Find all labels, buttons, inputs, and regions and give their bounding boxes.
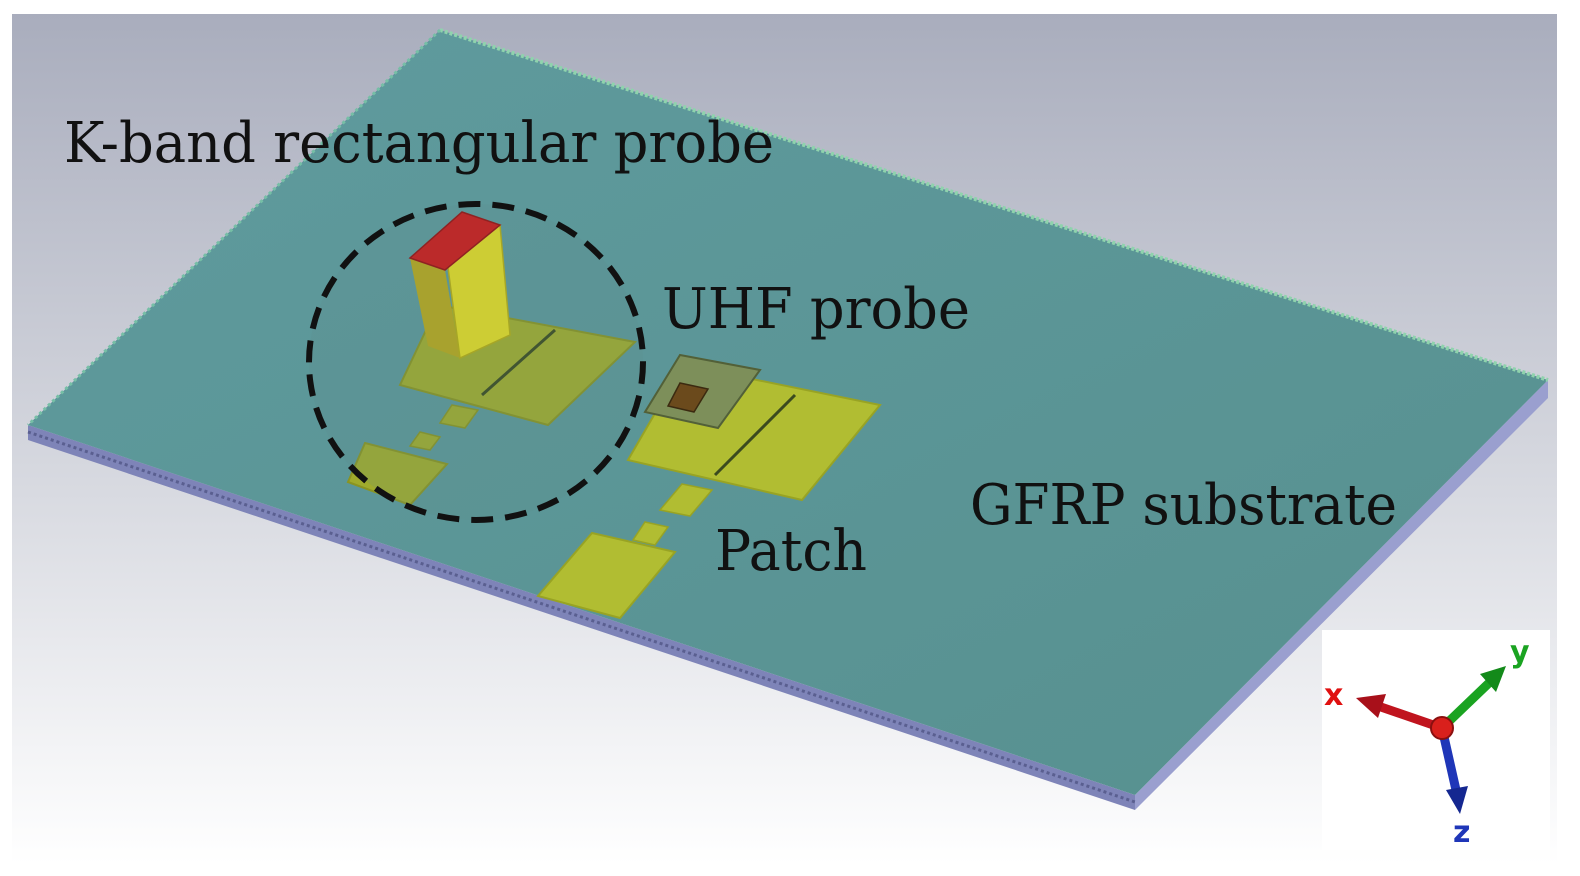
y-axis-label: y [1510, 635, 1530, 670]
k-band-probe-highlight-circle [306, 201, 646, 523]
k-band-patch-slot [481, 328, 556, 397]
uhf-feed-pad [536, 531, 677, 620]
uhf-patch-antenna [536, 363, 882, 620]
substrate-back-edge [439, 28, 1549, 382]
probe-top-face [408, 211, 502, 271]
substrate-left-edge [26, 28, 442, 427]
probe-side-face [410, 258, 460, 358]
label-patch: Patch [715, 519, 867, 584]
substrate-front-edge [27, 430, 1136, 804]
k-band-rectangular-probe [408, 211, 511, 360]
k-band-feed-line-2 [408, 431, 442, 451]
label-k-band-probe: K-band rectangular probe [64, 111, 774, 176]
k-band-feed-line-1 [438, 404, 480, 429]
uhf-chip-die [666, 382, 710, 413]
uhf-feed-line-2 [631, 521, 670, 546]
uhf-probe-chip [643, 353, 762, 430]
x-axis-arrowhead [1356, 694, 1386, 718]
z-axis-label: z [1453, 815, 1470, 850]
y-axis-arrowhead [1480, 666, 1506, 692]
substrate-right-side [1135, 380, 1548, 810]
uhf-patch-slot [713, 393, 797, 477]
label-gfrp-substrate: GFRP substrate [970, 473, 1397, 538]
axis-origin [1430, 716, 1454, 740]
z-axis-arrowhead [1446, 786, 1468, 814]
axis-triad: x y z [1322, 630, 1550, 850]
x-axis-label: x [1324, 678, 1343, 713]
label-uhf-probe: UHF probe [662, 277, 970, 342]
uhf-feed-line-1 [658, 483, 714, 517]
axis-triad-background [1322, 630, 1550, 850]
